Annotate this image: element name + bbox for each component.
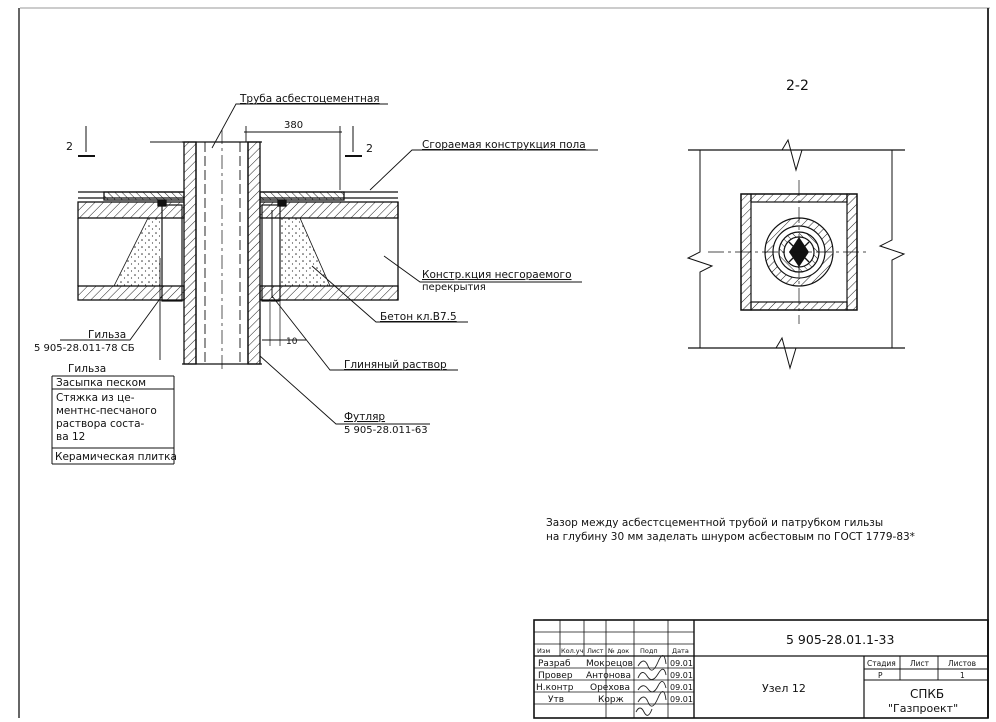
- legend-item-6: ва 12: [56, 431, 85, 443]
- col-header-kol: Кол.уч: [561, 647, 584, 655]
- callout-case-label: Футляр: [344, 411, 385, 423]
- title-block-text: 5 905-28.01.1-33 Узел 12 СПКБ "Газпроект…: [536, 632, 976, 715]
- row-date-1: 09.01: [670, 659, 693, 668]
- row-date-2: 09.01: [670, 671, 693, 680]
- callout-slab-line2: перекрытия: [422, 282, 486, 293]
- row-name-3: Орехова: [590, 683, 630, 693]
- stage-value: Р: [878, 671, 883, 680]
- section-2-2-plan: [686, 138, 906, 370]
- note-line-2: на глубину 30 мм заделать шнуром асбесто…: [546, 531, 915, 543]
- col-header-date: Дата: [672, 647, 689, 655]
- legend-item-1: Гильза: [68, 363, 106, 375]
- callout-slab: Констр.кция несгораемого: [422, 269, 572, 281]
- dim-gap-label: 10: [286, 337, 298, 347]
- stage-header: Стадия: [867, 659, 896, 668]
- callout-case-code: 5 905-28.011-63: [344, 425, 428, 436]
- sheets-value: 1: [960, 671, 965, 680]
- row-role-1: Разраб: [538, 659, 571, 669]
- legend-table: [51, 375, 175, 465]
- title-block: [533, 619, 989, 719]
- callout-concrete: Бетон кл.В7.5: [380, 311, 457, 323]
- row-role-4: Утв: [548, 695, 564, 705]
- row-name-1: Мокрецов: [586, 659, 633, 669]
- callout-clay: Глиняный раствор: [344, 359, 447, 371]
- legend-item-3: Стяжка из це-: [56, 392, 135, 404]
- legend-item-2: Засыпка песком: [56, 377, 146, 389]
- callout-floor-construction: Сгораемая конструкция пола: [422, 139, 586, 151]
- col-header-list: Лист: [587, 647, 604, 655]
- org-line-2: "Газпроект": [888, 702, 958, 715]
- col-header-doc: № док: [607, 647, 629, 655]
- elevation-labels: 2 2 380 10 Труба асбестоцементная Сгорае…: [34, 93, 586, 436]
- row-date-3: 09.01: [670, 683, 693, 692]
- dim-width-label: 380: [284, 120, 303, 131]
- section-mark-left: 2: [66, 140, 73, 153]
- col-header-izm: Изм: [537, 647, 550, 655]
- row-name-2: Антонова: [586, 671, 631, 681]
- legend-text: Гильза Засыпка песком Стяжка из це- мент…: [55, 363, 177, 463]
- callout-sleeve-label: Гильза: [88, 329, 126, 341]
- note-line-1: Зазор между асбестсцементной трубой и па…: [546, 517, 883, 529]
- elevation-section: [77, 126, 399, 370]
- row-role-2: Провер: [538, 671, 573, 681]
- legend-item-7: Керамическая плитка: [55, 451, 177, 463]
- section-mark-right: 2: [366, 142, 373, 155]
- drawing-title: Узел 12: [762, 682, 806, 695]
- legend-item-5: раствора соста-: [56, 418, 145, 430]
- org-line-1: СПКБ: [910, 687, 944, 701]
- callout-sleeve-code: 5 905-28.011-78 СБ: [34, 343, 135, 354]
- signatures: [635, 655, 667, 716]
- row-role-3: Н.контр: [536, 683, 574, 693]
- doc-code: 5 905-28.01.1-33: [786, 632, 894, 647]
- sheets-header: Листов: [948, 659, 976, 668]
- leader-lines: [60, 103, 598, 425]
- row-date-4: 09.01: [670, 695, 693, 704]
- row-name-4: Корж: [598, 695, 624, 705]
- legend-item-4: ментнс-песчаного: [56, 405, 157, 417]
- section-view-title: 2-2: [786, 78, 809, 94]
- callout-pipe: Труба асбестоцементная: [239, 93, 380, 105]
- general-note: Зазор между асбестсцементной трубой и па…: [546, 517, 915, 543]
- sheet-frame: [18, 7, 990, 718]
- col-header-sign: Подп: [640, 647, 658, 655]
- sheet-header: Лист: [910, 659, 930, 668]
